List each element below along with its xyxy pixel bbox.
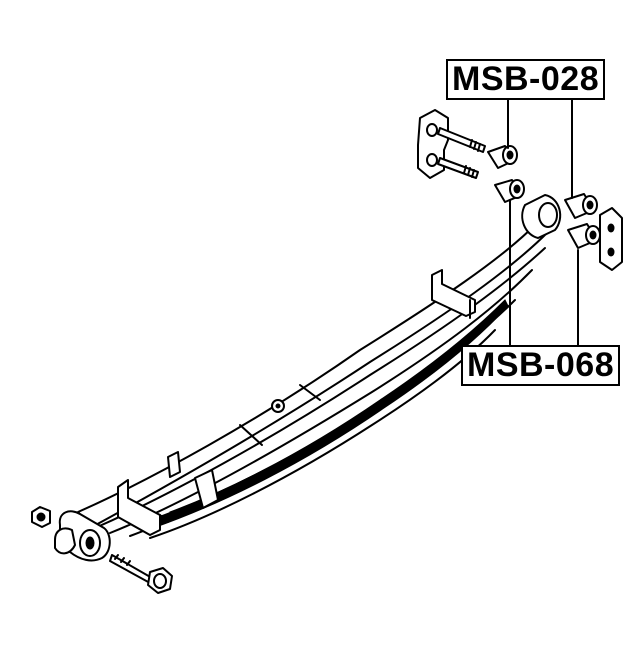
shackle-pin-lower: [437, 157, 479, 179]
bushing-upper-right: [564, 193, 598, 219]
shackle-bracket: [417, 109, 449, 179]
bushing-lower-left: [494, 179, 525, 203]
bushing-lower-right: [567, 223, 601, 249]
spring-clip-front: [117, 469, 219, 536]
shackle-plate: [599, 207, 623, 271]
front-bolt: [109, 554, 173, 594]
spring-clip-middle: [167, 451, 181, 478]
spring-clip-rear: [431, 269, 476, 319]
part-number-label-bottom: MSB-068: [461, 345, 621, 386]
front-nut: [31, 506, 51, 528]
part-number-label-top: MSB-028: [446, 59, 606, 100]
front-spring-eye: [54, 510, 111, 562]
bushing-upper-left: [487, 145, 518, 169]
rear-spring-eye: [521, 194, 562, 239]
shackle-pin-upper: [437, 127, 486, 153]
